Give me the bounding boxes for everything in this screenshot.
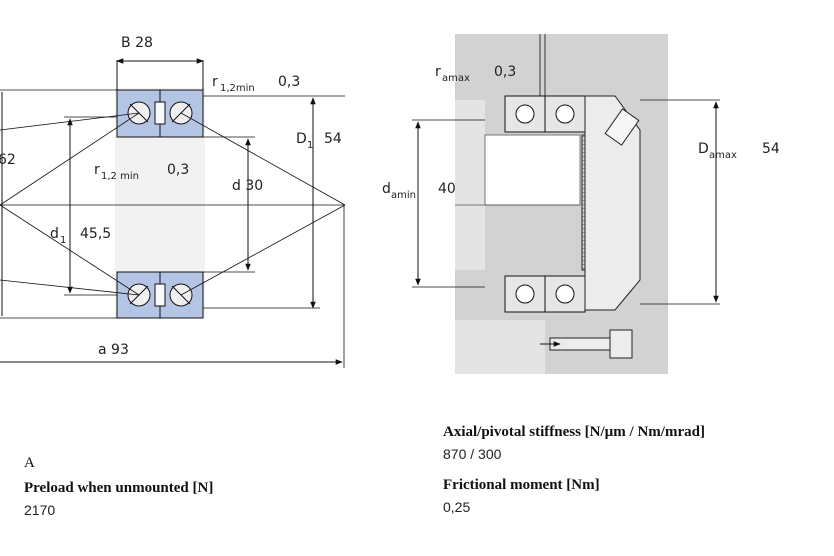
preload-value: 2170: [24, 502, 56, 518]
svg-text:amin: amin: [391, 190, 416, 201]
svg-text:40: 40: [438, 181, 456, 197]
mounted-upper-bearing: [504, 95, 586, 133]
svg-text:D: D: [296, 131, 307, 147]
dim-B-symbol: B: [121, 35, 131, 51]
stiffness-label: Axial/pivotal stiffness [N/µm / Nm/mrad]: [443, 424, 705, 440]
svg-text:a 93: a 93: [98, 342, 129, 358]
svg-text:d: d: [50, 226, 59, 242]
friction-label: Frictional moment [Nm]: [443, 477, 600, 493]
class-block: A: [24, 455, 35, 472]
svg-text:62: 62: [0, 152, 16, 168]
dimension-r12min-top: r 1,2min 0,3: [202, 74, 345, 97]
upper-bearing-section: [116, 89, 204, 138]
svg-text:amax: amax: [442, 73, 470, 84]
svg-text:D: D: [698, 141, 709, 157]
svg-text:54: 54: [762, 141, 780, 157]
preload-block: Preload when unmounted [N] 2170: [24, 480, 213, 518]
svg-text:0,3: 0,3: [278, 74, 300, 90]
svg-text:1,2min: 1,2min: [220, 83, 255, 94]
dimension-damin: d amin 40: [382, 119, 485, 288]
friction-value: 0,25: [443, 499, 471, 515]
stiffness-value: 870 / 300: [443, 446, 502, 462]
svg-text:1: 1: [307, 140, 313, 151]
svg-text:1: 1: [60, 235, 66, 246]
svg-text:45,5: 45,5: [80, 226, 111, 242]
svg-text:r: r: [212, 74, 218, 90]
friction-block: Frictional moment [Nm] 0,25: [443, 477, 600, 515]
mounting-arrangement: [455, 34, 668, 374]
mounted-lower-bearing: [504, 275, 586, 313]
svg-text:54: 54: [324, 131, 342, 147]
dimension-d: d 30: [203, 136, 263, 273]
lower-bearing-section: [116, 271, 204, 319]
svg-text:amax: amax: [709, 150, 737, 161]
dimension-D1: D 1 54: [203, 97, 342, 309]
svg-text:d: d: [382, 181, 391, 197]
svg-text:B 28: B 28: [121, 35, 153, 51]
svg-text:0,3: 0,3: [494, 64, 516, 80]
preload-label: Preload when unmounted [N]: [24, 480, 214, 496]
class-letter: A: [24, 455, 35, 471]
dimension-a: a 93: [0, 205, 345, 368]
dimension-Damax: D amax 54: [640, 99, 780, 305]
svg-text:r: r: [435, 64, 441, 80]
bearing-cross-section: [0, 88, 346, 319]
svg-text:r: r: [94, 162, 100, 178]
dimension-r12min-mid: r 1,2 min 0,3: [94, 162, 189, 182]
svg-text:1,2 min: 1,2 min: [101, 171, 139, 182]
svg-text:d 30: d 30: [232, 178, 263, 194]
dim-B-value: 28: [135, 35, 153, 51]
svg-text:0,3: 0,3: [167, 162, 189, 178]
bearing-technical-drawing: B 28 r 1,2min 0,3 D 1 54 62 r 1,2 min 0,…: [0, 34, 780, 374]
dimension-d1: d 1 45,5: [50, 116, 117, 296]
dimension-B: B 28: [116, 35, 204, 90]
dimension-ramax: r amax 0,3: [435, 64, 516, 84]
stiffness-block: Axial/pivotal stiffness [N/µm / Nm/mrad]…: [443, 424, 705, 462]
dimension-D-outer: 62: [0, 89, 117, 319]
